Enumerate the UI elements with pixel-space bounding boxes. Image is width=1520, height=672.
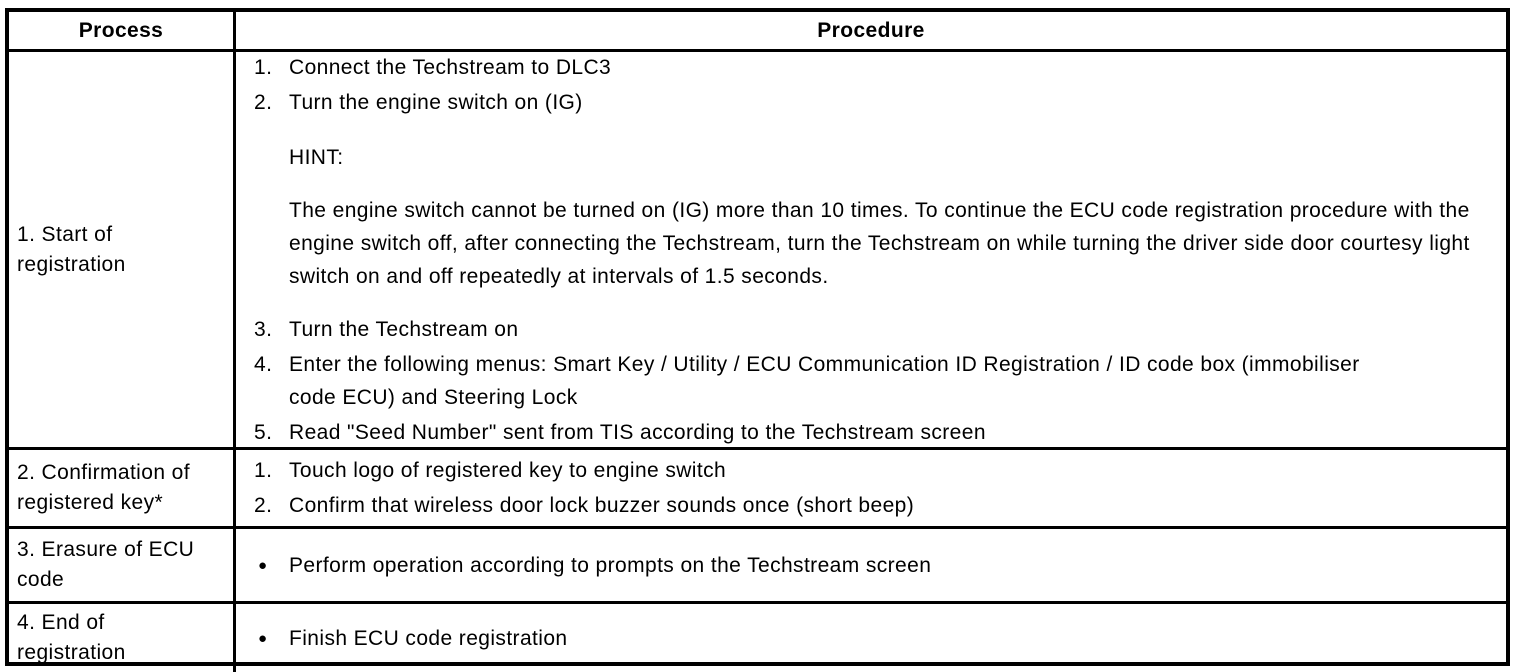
header-cell-procedure: Procedure: [817, 18, 925, 42]
hint-label: HINT:: [289, 145, 344, 169]
step-text: Turn the engine switch on (IG): [289, 90, 583, 114]
step-text: Touch logo of registered key to engine s…: [289, 459, 727, 482]
procedure-step: 5. Read "Seed Number" sent from TIS acco…: [254, 416, 1492, 449]
process-label-line: 2. Confirmation of: [17, 461, 190, 484]
step-text: Finish ECU code registration: [289, 626, 568, 650]
process-cell: 1. Start of registration: [9, 52, 236, 447]
procedure-step: 4. Enter the following menus: Smart Key …: [254, 348, 1492, 414]
header-cell-process: Process: [9, 12, 236, 49]
bullet-icon: ●: [258, 629, 268, 647]
table-row-erasure-of-ecu-code: 3. Erasure of ECU code ● Perform operati…: [9, 526, 1506, 601]
procedure-step: 1. Connect the Techstream to DLC3: [254, 51, 1492, 84]
procedure-cell: 1. Touch logo of registered key to engin…: [236, 450, 1506, 526]
step-text: Perform operation according to prompts o…: [289, 553, 932, 577]
process-label-line: code: [17, 568, 65, 591]
list-number: 2.: [254, 494, 273, 517]
bullet-icon: ●: [258, 556, 268, 574]
process-cell: 2. Confirmation of registered key*: [9, 450, 236, 526]
process-label-line: 3. Erasure of ECU: [17, 538, 195, 561]
process-procedure-table: Process Procedure 1. Start of registrati…: [5, 8, 1510, 672]
step-text: Connect the Techstream to DLC3: [289, 55, 612, 79]
procedure-step: ● Finish ECU code registration: [254, 622, 1492, 655]
step-text: Confirm that wireless door lock buzzer s…: [289, 494, 915, 517]
list-number: 1.: [254, 459, 273, 482]
process-label-line: 4. End of: [17, 611, 105, 634]
step-text: Turn the Techstream on: [289, 317, 519, 341]
table-row-confirmation-of-registered-key: 2. Confirmation of registered key* 1. To…: [9, 447, 1506, 526]
process-cell: 4. End of registration: [9, 604, 236, 672]
step-text: Read "Seed Number" sent from TIS accordi…: [289, 420, 986, 444]
procedure-cell: 1. Connect the Techstream to DLC3 2. Tur…: [236, 52, 1506, 447]
table-row-end-of-registration: 4. End of registration ● Finish ECU code…: [9, 601, 1506, 672]
process-label-line: registration: [17, 252, 126, 276]
list-number: 2.: [254, 90, 273, 114]
list-number: 1.: [254, 55, 273, 79]
hint-paragraph: The engine switch cannot be turned on (I…: [289, 198, 1470, 288]
list-number: 3.: [254, 317, 273, 341]
list-number: 4.: [254, 352, 273, 376]
process-cell: 3. Erasure of ECU code: [9, 529, 236, 601]
process-label-line: 1. Start of: [17, 222, 113, 246]
procedure-step: 2. Turn the engine switch on (IG): [254, 86, 1492, 119]
procedure-step: 3. Turn the Techstream on: [254, 313, 1492, 346]
table-row-start-of-registration: 1. Start of registration 1. Connect the …: [9, 49, 1506, 447]
process-label-line: registered key*: [17, 491, 164, 514]
procedure-step: ● Perform operation according to prompts…: [254, 549, 1492, 582]
procedure-step: 1. Touch logo of registered key to engin…: [254, 454, 1492, 487]
procedure-cell: ● Perform operation according to prompts…: [236, 529, 1506, 601]
procedure-cell: ● Finish ECU code registration: [236, 604, 1506, 672]
table-header-row: Process Procedure: [9, 12, 1506, 49]
step-text: Enter the following menus: Smart Key / U…: [289, 352, 1360, 409]
process-label-line: registration: [17, 641, 126, 664]
list-number: 5.: [254, 420, 273, 444]
procedure-step: 2. Confirm that wireless door lock buzze…: [254, 489, 1492, 522]
